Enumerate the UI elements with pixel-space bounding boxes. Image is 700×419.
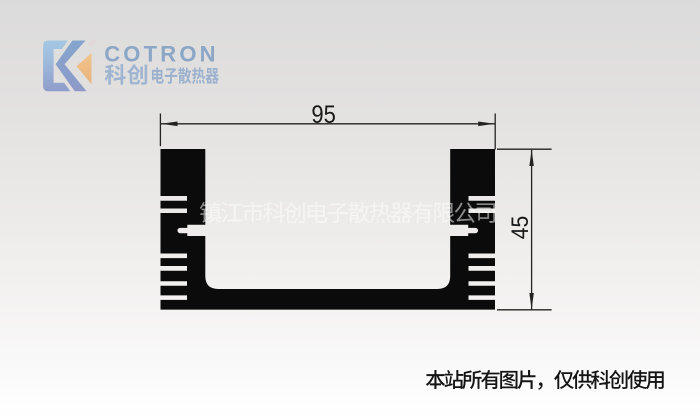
svg-text:95: 95 [311,101,336,129]
svg-text:45: 45 [507,216,534,240]
svg-text:COTRON: COTRON [104,41,219,66]
